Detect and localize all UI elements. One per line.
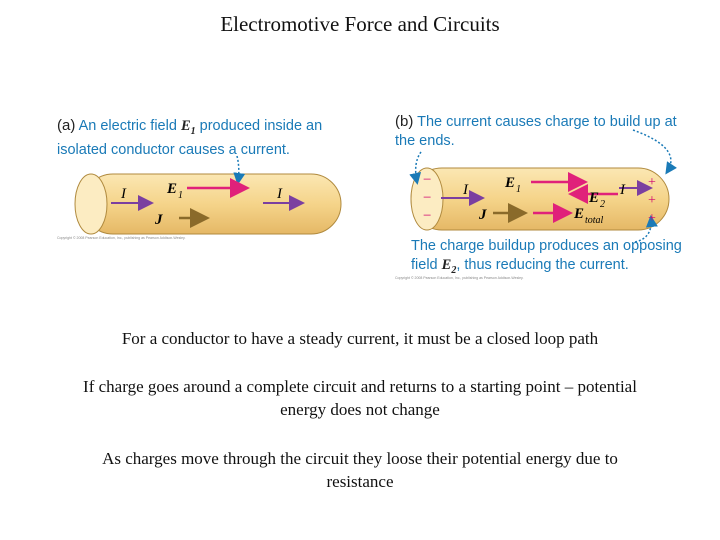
figure-b-caption-bottom: The charge buildup produces an opposing …: [411, 237, 691, 280]
figure-b-diagram: − − − I E 1 E 2 I J E total + + +: [409, 129, 677, 243]
density-label-b: J: [478, 207, 487, 223]
figure-b-caption-bottom-pre: The charge buildup produces an opposing …: [411, 238, 682, 273]
figure-a: (a) An electric field E1 produced inside…: [55, 108, 355, 248]
current-label-b-left: I: [462, 182, 469, 198]
figure-a-label: (a): [57, 117, 76, 134]
figure-b-caption-vector: E: [441, 257, 452, 273]
figure-a-caption-sub: 1: [190, 125, 196, 137]
field-sub-a: 1: [178, 190, 183, 201]
total-field-label-b: E: [573, 206, 584, 222]
figure-b-label: (b): [395, 113, 414, 130]
total-field-sub-b: total: [585, 215, 604, 226]
figure-b-caption-top-text: The current causes charge to build up at…: [395, 114, 677, 149]
plus-charge-1: +: [648, 175, 656, 190]
figure-a-caption-vector: E: [180, 118, 191, 134]
current-label-b-right: I: [619, 182, 626, 198]
density-label-a: J: [154, 212, 163, 228]
caption-pointer-b-left: [409, 151, 422, 185]
minus-charge-2: −: [423, 190, 431, 206]
minus-charge-1: −: [423, 172, 431, 188]
figure-a-caption: (a) An electric field E1 produced inside…: [57, 116, 347, 160]
figure-b-copyright: Copyright © 2008 Pearson Education, Inc.…: [395, 276, 524, 280]
conductor-a-end: [74, 173, 108, 235]
figure-a-caption-post: produced inside an isolated conductor ca…: [57, 118, 323, 158]
caption-pointer-b-right: [632, 129, 677, 175]
field1-sub-b: 1: [516, 184, 521, 195]
slide-title: Electromotive Force and Circuits: [220, 12, 500, 36]
paragraph-steady-current: For a conductor to have a steady current…: [121, 329, 599, 348]
figure-a-copyright: Copyright © 2008 Pearson Education, Inc.…: [57, 236, 186, 240]
field-label-a: E: [166, 181, 177, 197]
field2-label-b: E: [588, 190, 599, 206]
paragraph-potential-energy: If charge goes around a complete circuit…: [83, 377, 637, 419]
figure-a-diagram: I E 1 J I: [74, 155, 342, 235]
current-label-a-left: I: [120, 186, 127, 202]
figure-b-caption-bottom-post: , thus reducing the current.: [456, 257, 629, 273]
current-label-a-right: I: [276, 186, 283, 202]
plus-charge-2: +: [648, 193, 656, 208]
figure-b-caption-top: (b) The current causes charge to build u…: [395, 112, 685, 151]
caption-pointer-a: [233, 155, 246, 185]
field2-sub-b: 2: [600, 199, 605, 210]
figure-a-caption-pre: An electric field: [78, 118, 177, 134]
plus-charge-3: +: [648, 211, 656, 226]
figure-b-caption-sub: 2: [451, 264, 457, 276]
field1-label-b: E: [504, 175, 515, 191]
paragraph-resistance: As charges move through the circuit they…: [102, 449, 618, 491]
minus-charge-3: −: [423, 208, 431, 224]
figure-b: (b) The current causes charge to build u…: [393, 108, 693, 283]
caption-pointer-b-bottom: [634, 215, 658, 243]
